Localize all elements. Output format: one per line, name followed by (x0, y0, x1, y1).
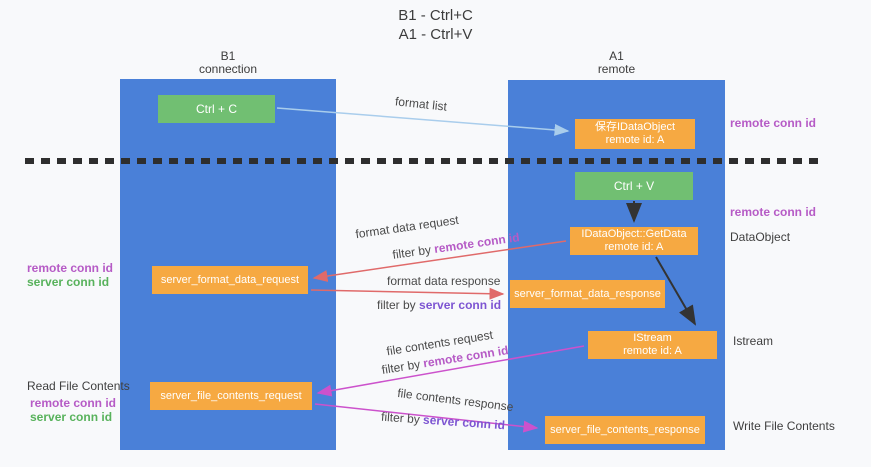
server-conn-id-term: server conn id (422, 412, 506, 433)
node-idataobject-getdata: IDataObject::GetData remote id: A (570, 227, 698, 255)
label-dataobject: DataObject (730, 230, 791, 244)
node-format-response-label: server_format_data_response (514, 287, 661, 300)
filter-by-text: filter by (380, 409, 421, 427)
label-filter-by-server-2: filter by server conn id (381, 410, 506, 433)
node-ctrl-v-label: Ctrl + V (613, 178, 655, 193)
lifeline-header-a1: A1 remote (508, 50, 725, 76)
lifeline-header-b1: B1 connection (120, 50, 336, 76)
node-istream-line2: remote id: A (623, 345, 682, 357)
node-server-file-contents-response: server_file_contents_response (545, 416, 705, 444)
label-read-file-contents: Read File Contents (27, 379, 130, 393)
lifeline-a1-name: A1 (609, 49, 624, 63)
label-remote-conn-id-top-right: remote conn id (730, 116, 817, 130)
label-istream: Istream (733, 334, 774, 348)
phase-separator-dashed-line (25, 158, 820, 164)
title-line-2: A1 - Ctrl+V (398, 26, 473, 43)
node-save-idataobject-line2: remote id: A (605, 134, 665, 146)
label-filter-by-remote-1: filter by remote conn id (392, 230, 521, 262)
node-istream-line1: IStream (633, 332, 672, 344)
label-format-data-response: format data response (387, 274, 501, 288)
label-remote-conn-id-mid-right: remote conn id (730, 205, 817, 219)
diagram-title: B1 - Ctrl+C A1 - Ctrl+V (0, 6, 871, 44)
lifeline-a1-role: remote (597, 62, 636, 76)
server-conn-id-term: server conn id (419, 298, 502, 312)
filter-by-text: filter by (391, 242, 432, 262)
node-server-format-data-request: server_format_data_request (152, 266, 308, 294)
filter-by-text: filter by (377, 298, 416, 312)
label-server-conn-id-left-1: server conn id (27, 275, 110, 289)
node-server-format-data-response: server_format_data_response (510, 280, 665, 308)
node-ctrl-v: Ctrl + V (575, 172, 693, 200)
node-save-idataobject-line1: 保存IDataObject (594, 121, 676, 133)
node-server-file-contents-request: server_file_contents_request (150, 382, 312, 410)
label-write-file-contents: Write File Contents (733, 419, 835, 433)
node-format-request-label: server_format_data_request (160, 273, 300, 286)
label-format-list: format list (394, 94, 448, 114)
title-line-1: B1 - Ctrl+C (398, 7, 473, 24)
node-getdata-line2: remote id: A (604, 241, 664, 253)
lifeline-b1-name: B1 (220, 49, 236, 63)
node-file-response-label: server_file_contents_response (550, 423, 700, 436)
node-file-request-label: server_file_contents_request (160, 389, 302, 402)
label-server-conn-id-left-2: server conn id (30, 410, 113, 424)
node-istream: IStream remote id: A (588, 331, 717, 359)
label-remote-conn-id-left-1: remote conn id (27, 261, 114, 275)
node-ctrl-c-label: Ctrl + C (195, 101, 237, 116)
lifeline-b1-role: connection (198, 62, 258, 76)
arrow-format-data-response (310, 287, 505, 300)
label-filter-by-server-1: filter by server conn id (377, 298, 501, 312)
filter-by-text: filter by (380, 357, 422, 377)
node-ctrl-c: Ctrl + C (158, 95, 275, 123)
node-getdata-line1: IDataObject::GetData (581, 228, 687, 240)
label-remote-conn-id-left-2: remote conn id (30, 396, 117, 410)
node-save-idataobject: 保存IDataObject remote id: A (575, 119, 695, 149)
label-file-contents-response: file contents response (396, 385, 515, 415)
label-format-data-request: format data request (354, 212, 460, 242)
